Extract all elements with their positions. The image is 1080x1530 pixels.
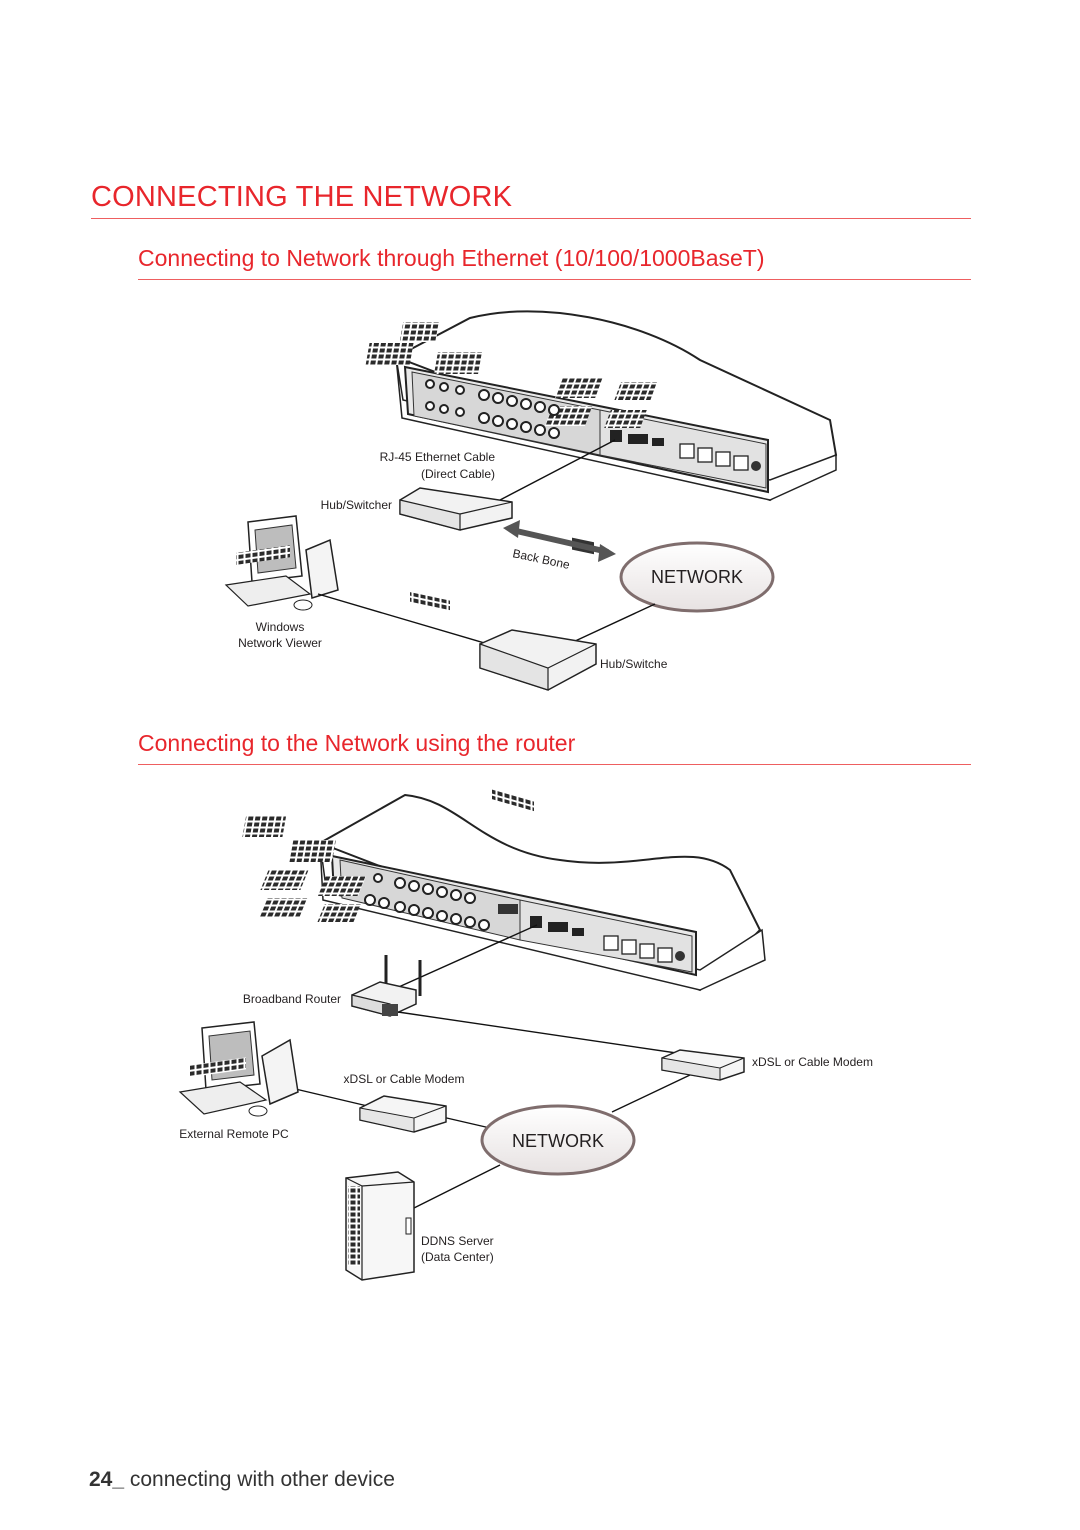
label-external-remote-pc: External Remote PC: [179, 1127, 289, 1141]
modem-left-icon: [359, 1095, 447, 1133]
hub-switch-bottom-icon: [479, 629, 597, 812]
footer-section-name: connecting with other device: [124, 1468, 395, 1491]
section-heading-ethernet: Connecting to Network through Ethernet (…: [138, 245, 971, 280]
page-number: 24_: [89, 1468, 125, 1491]
label-modem-left: xDSL or Cable Modem: [344, 1072, 465, 1086]
label-broadband-router: Broadband Router: [243, 992, 341, 1006]
page-footer: 24_ connecting with other device: [89, 1468, 395, 1492]
backbone-arrow-icon: [503, 520, 616, 562]
desktop-pc-icon: [224, 515, 339, 611]
label-data-center: (Data Center): [421, 1250, 494, 1264]
label-ddns-server: DDNS Server: [421, 1234, 494, 1248]
page-title: CONNECTING THE NETWORK: [91, 181, 971, 219]
remote-pc-icon: [178, 1021, 299, 1117]
label-backbone: Back Bone: [511, 546, 571, 572]
network-label-2: NETWORK: [512, 1131, 604, 1151]
broadband-router-icon: [351, 955, 422, 1017]
label-hub-switche-bottom: Hub/Switche: [600, 657, 668, 671]
label-windows: Windows: [256, 620, 305, 634]
modem-right-icon: [661, 1049, 745, 1081]
dvr-device-2-icon: [242, 793, 766, 992]
hub-switch-icon: [399, 487, 513, 611]
label-network-viewer: Network Viewer: [238, 636, 322, 650]
section-heading-router: Connecting to the Network using the rout…: [138, 730, 971, 765]
label-direct-cable: (Direct Cable): [421, 467, 495, 481]
network-cloud: [619, 541, 775, 613]
server-tower-icon: [345, 1171, 415, 1281]
label-hub-switcher-top: Hub/Switcher: [321, 498, 392, 512]
network-cloud-2: [480, 1104, 636, 1176]
dvr-device-icon: [365, 310, 838, 555]
network-label: NETWORK: [651, 567, 743, 587]
label-rj45-cable: RJ-45 Ethernet Cable: [380, 450, 496, 464]
label-modem-right: xDSL or Cable Modem: [752, 1055, 873, 1069]
ethernet-cable-line: [499, 439, 616, 501]
